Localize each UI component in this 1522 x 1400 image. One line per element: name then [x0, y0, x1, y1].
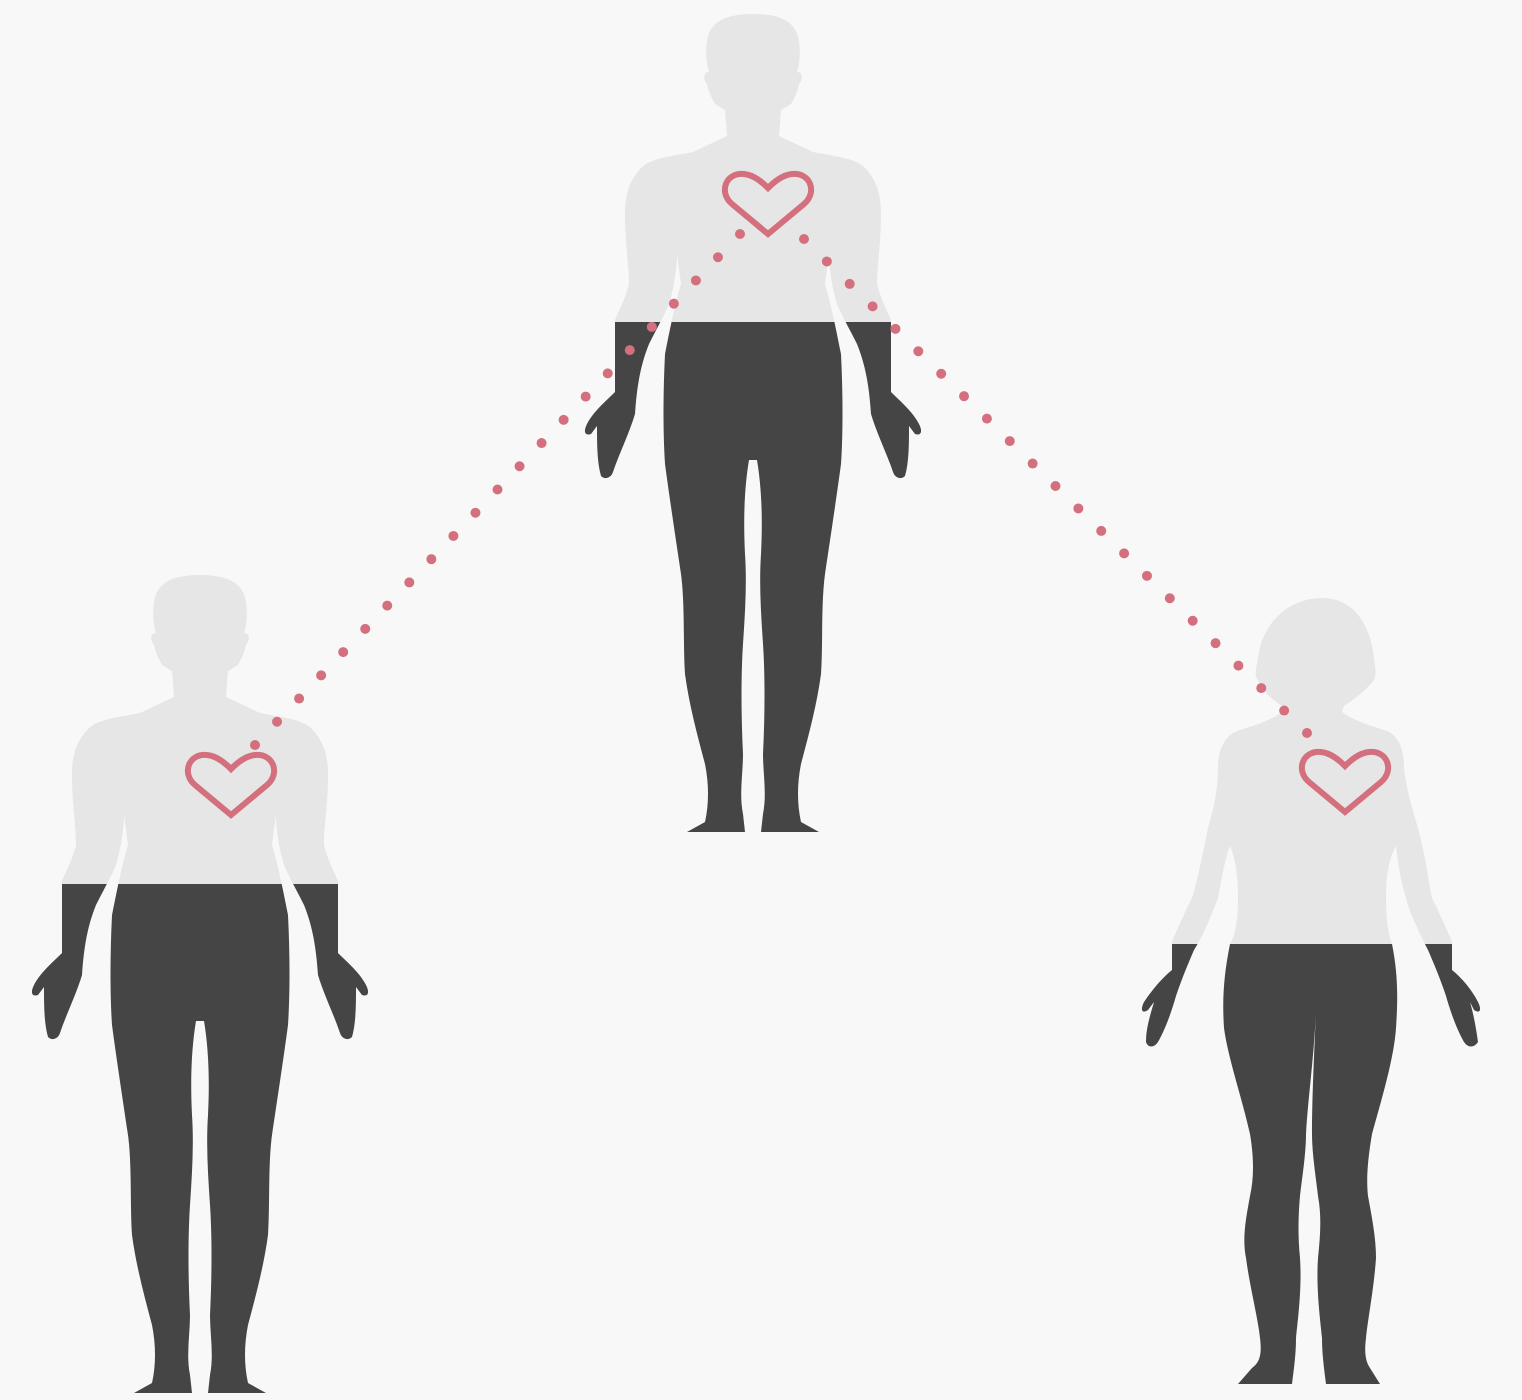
connection-dot	[1233, 661, 1243, 671]
connection-dot	[959, 391, 969, 401]
connection-dot	[647, 322, 657, 332]
connection-dot	[338, 647, 348, 657]
connection-dot	[537, 438, 547, 448]
connection-dot	[669, 299, 679, 309]
connection-dot	[448, 531, 458, 541]
connection-dot	[493, 485, 503, 495]
connection-dot	[250, 740, 260, 750]
connection-dot	[360, 624, 370, 634]
connection-dot	[1165, 593, 1175, 603]
connection-dot	[515, 461, 525, 471]
connection-dot	[1073, 503, 1083, 513]
connection-dot	[1005, 436, 1015, 446]
connection-dot	[1119, 548, 1129, 558]
connection-dot	[470, 508, 480, 518]
connection-dot	[316, 670, 326, 680]
connection-dot	[691, 275, 701, 285]
figure-left-male	[0, 560, 400, 1400]
connection-dot	[382, 601, 392, 611]
connection-dot	[890, 324, 900, 334]
connection-dot	[936, 369, 946, 379]
connection-dot	[1211, 638, 1221, 648]
figure-right-female	[1100, 580, 1522, 1400]
connection-dot	[272, 717, 282, 727]
connection-dot	[625, 345, 635, 355]
connection-dot	[713, 252, 723, 262]
connection-dot	[1256, 683, 1266, 693]
connection-dot	[735, 229, 745, 239]
connection-dot	[426, 554, 436, 564]
connection-dot	[1302, 728, 1312, 738]
connection-dot	[1188, 616, 1198, 626]
connection-dot	[868, 301, 878, 311]
connection-dot	[799, 234, 809, 244]
connection-dot	[982, 414, 992, 424]
connection-dot	[559, 415, 569, 425]
connection-dot	[1051, 481, 1061, 491]
connection-dot	[822, 256, 832, 266]
connection-dot	[1028, 459, 1038, 469]
connection-dot	[294, 694, 304, 704]
connection-dot	[603, 368, 613, 378]
connection-dot	[1142, 571, 1152, 581]
connection-dot	[1279, 706, 1289, 716]
connection-dot	[845, 279, 855, 289]
connection-dot	[913, 346, 923, 356]
connection-dot	[1096, 526, 1106, 536]
connection-dot	[404, 577, 414, 587]
connection-dot	[581, 392, 591, 402]
figure-top-male	[560, 0, 960, 842]
